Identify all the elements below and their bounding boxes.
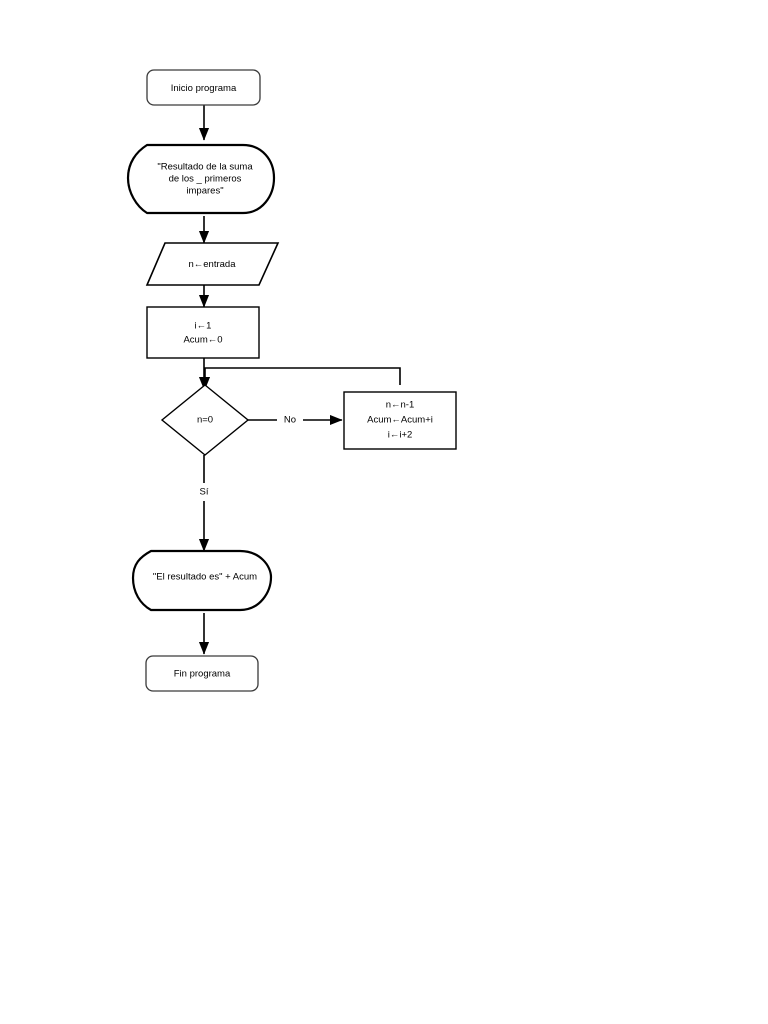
node-decision[interactable]: n=0: [160, 384, 250, 456]
init-line1: i←1: [195, 321, 212, 332]
edge-label-no: No: [284, 415, 296, 426]
node-output-prompt[interactable]: "Resultado de la suma de los _ primeros …: [126, 143, 276, 215]
loop-body-line1: n←n-1: [386, 400, 415, 411]
decision-diamond-shape: [160, 384, 250, 456]
edge-label-yes: Sí: [200, 487, 209, 498]
init-line2: Acum←0: [183, 335, 222, 346]
output-prompt-line2: de los _ primeros: [169, 174, 242, 185]
output-prompt-line1: "Resultado de la suma: [157, 162, 253, 173]
node-input-n[interactable]: n←entrada: [145, 242, 280, 286]
node-end[interactable]: Fin programa: [145, 655, 259, 692]
output-prompt-line3: impares": [186, 186, 223, 197]
node-output-result[interactable]: "El resultado es" + Acum: [131, 549, 273, 612]
init-process-shape: [146, 306, 260, 359]
output-result-label: "El resultado es" + Acum: [153, 572, 257, 583]
output-result-display-shape: [131, 549, 273, 612]
node-init[interactable]: i←1 Acum←0: [146, 306, 260, 359]
loop-body-line2: Acum←Acum+i: [367, 415, 433, 426]
decision-label: n=0: [197, 415, 213, 426]
edge-loop-body-back-to-decision: [199, 367, 401, 390]
start-terminal-label: Inicio programa: [171, 83, 237, 94]
loop-body-process-shape: [343, 391, 457, 450]
output-prompt-display-shape: [126, 143, 276, 215]
end-terminal-label: Fin programa: [174, 669, 231, 680]
input-n-label: n←entrada: [188, 259, 236, 270]
end-terminal-shape: [145, 655, 259, 692]
connectors-group: [198, 105, 401, 655]
node-loop-body[interactable]: n←n-1 Acum←Acum+i i←i+2: [343, 391, 457, 450]
node-start[interactable]: Inicio programa: [146, 69, 261, 106]
start-terminal-shape: [146, 69, 261, 106]
loop-body-line3: i←i+2: [388, 430, 413, 441]
input-parallelogram-shape: [145, 242, 280, 286]
